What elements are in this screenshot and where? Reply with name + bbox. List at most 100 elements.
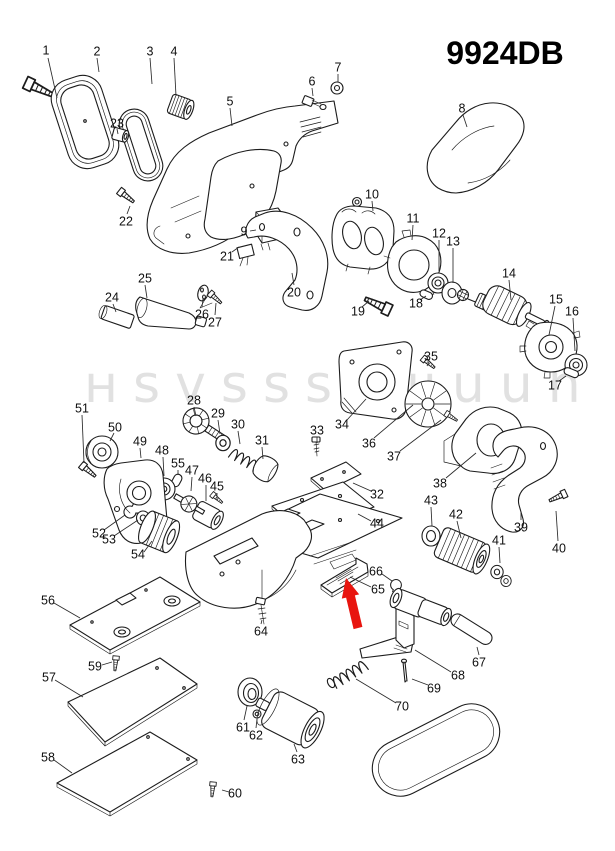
leader-line-8 bbox=[462, 114, 468, 128]
leader-line-36 bbox=[373, 404, 414, 439]
part-label-40: 40 bbox=[552, 542, 566, 556]
part-21-choke-coil bbox=[236, 243, 255, 267]
part-label-7: 7 bbox=[335, 61, 342, 75]
leader-line-15 bbox=[548, 305, 556, 336]
part-64-screw bbox=[255, 596, 267, 625]
leader-line-19 bbox=[361, 300, 370, 308]
part-label-49: 49 bbox=[133, 435, 147, 449]
leader-line-29 bbox=[217, 419, 221, 435]
part-57-plate bbox=[67, 657, 198, 747]
part-label-46: 46 bbox=[198, 472, 212, 486]
part-68-bracket bbox=[359, 587, 452, 659]
part-label-64: 64 bbox=[254, 625, 268, 639]
part-label-50: 50 bbox=[108, 421, 122, 435]
part-label-38: 38 bbox=[433, 477, 447, 491]
leader-line-59 bbox=[101, 661, 113, 666]
part-label-48: 48 bbox=[155, 444, 169, 458]
diagram-drawing bbox=[21, 74, 588, 817]
part-label-5: 5 bbox=[227, 95, 234, 109]
part-32-plate bbox=[310, 461, 362, 495]
part-40-screw bbox=[547, 488, 569, 505]
part-65-plate bbox=[320, 557, 369, 598]
leader-line-32 bbox=[352, 482, 372, 492]
leader-line-41 bbox=[498, 546, 501, 564]
leader-line-16 bbox=[572, 317, 576, 352]
part-label-67: 67 bbox=[472, 656, 486, 670]
leader-line-42 bbox=[456, 520, 462, 539]
leader-line-25 bbox=[144, 284, 148, 299]
part-label-63: 63 bbox=[291, 753, 305, 767]
part-19-bolt bbox=[361, 292, 394, 317]
leader-line-70 bbox=[355, 678, 397, 704]
part-label-45: 45 bbox=[210, 480, 224, 494]
part-label-9: 9 bbox=[241, 225, 248, 239]
leader-line-40 bbox=[555, 510, 559, 542]
part-label-21: 21 bbox=[220, 250, 234, 264]
part-69-pin bbox=[400, 658, 408, 683]
leader-line-14 bbox=[508, 279, 512, 301]
part-17-pin bbox=[563, 367, 580, 379]
leader-line-18 bbox=[419, 295, 427, 301]
part-34-inner-cover bbox=[338, 341, 413, 420]
part-8-dust-cover bbox=[426, 102, 525, 194]
leader-line-69 bbox=[411, 678, 429, 686]
leader-line-63 bbox=[293, 743, 298, 753]
part-label-55: 55 bbox=[171, 457, 185, 471]
part-54-drum bbox=[137, 510, 181, 554]
leader-line-68 bbox=[414, 649, 452, 673]
part-label-6: 6 bbox=[309, 75, 316, 89]
part-label-30: 30 bbox=[231, 418, 245, 432]
part-24-tube bbox=[98, 304, 135, 329]
part-label-2: 2 bbox=[94, 45, 101, 59]
leader-line-11 bbox=[411, 224, 414, 241]
pointer-arrow bbox=[341, 578, 363, 630]
part-label-53: 53 bbox=[102, 533, 116, 547]
leader-line-57 bbox=[54, 679, 84, 698]
part-label-29: 29 bbox=[211, 407, 225, 421]
leader-line-60 bbox=[221, 789, 230, 793]
part-label-59: 59 bbox=[88, 660, 102, 674]
leader-line-5 bbox=[229, 107, 233, 127]
part-50-drum bbox=[85, 435, 119, 469]
part-label-68: 68 bbox=[451, 669, 465, 683]
leader-line-37 bbox=[399, 419, 442, 452]
part-label-37: 37 bbox=[387, 450, 401, 464]
page-title: 9924DB bbox=[446, 35, 563, 71]
part-label-1: 1 bbox=[43, 44, 50, 58]
part-label-8: 8 bbox=[459, 102, 466, 116]
part-label-4: 4 bbox=[171, 45, 178, 59]
part-label-36: 36 bbox=[362, 437, 376, 451]
part-36-fan bbox=[404, 380, 452, 428]
part-label-13: 13 bbox=[446, 235, 460, 249]
leader-line-61 bbox=[243, 705, 248, 721]
leader-line-24 bbox=[112, 303, 117, 313]
part-47-gear-shaft bbox=[173, 493, 206, 515]
leader-line-49 bbox=[139, 447, 142, 459]
part-60-screw bbox=[208, 781, 217, 798]
part-label-35: 35 bbox=[424, 350, 438, 364]
part-42-drum bbox=[433, 527, 491, 575]
leader-line-44 bbox=[357, 513, 372, 522]
leader-line-6 bbox=[311, 87, 314, 97]
leader-line-10 bbox=[371, 200, 374, 212]
part-61-flange bbox=[237, 677, 263, 707]
leader-line-52 bbox=[103, 514, 126, 531]
part-label-61: 61 bbox=[236, 721, 250, 735]
part-7-nut bbox=[330, 81, 344, 95]
part-22-screw bbox=[116, 186, 137, 206]
part-28-knob bbox=[182, 407, 228, 444]
leader-line-22 bbox=[126, 205, 131, 215]
leader-line-20 bbox=[291, 272, 295, 286]
part-label-19: 19 bbox=[351, 305, 365, 319]
part-label-56: 56 bbox=[41, 594, 55, 608]
part-14-armature bbox=[456, 285, 557, 332]
sanding-belt bbox=[371, 703, 501, 797]
part-33-screw bbox=[311, 436, 321, 457]
part-label-69: 69 bbox=[427, 682, 441, 696]
part-label-32: 32 bbox=[370, 488, 384, 502]
part-31-cap bbox=[252, 455, 279, 483]
part-58-plate bbox=[56, 731, 198, 817]
